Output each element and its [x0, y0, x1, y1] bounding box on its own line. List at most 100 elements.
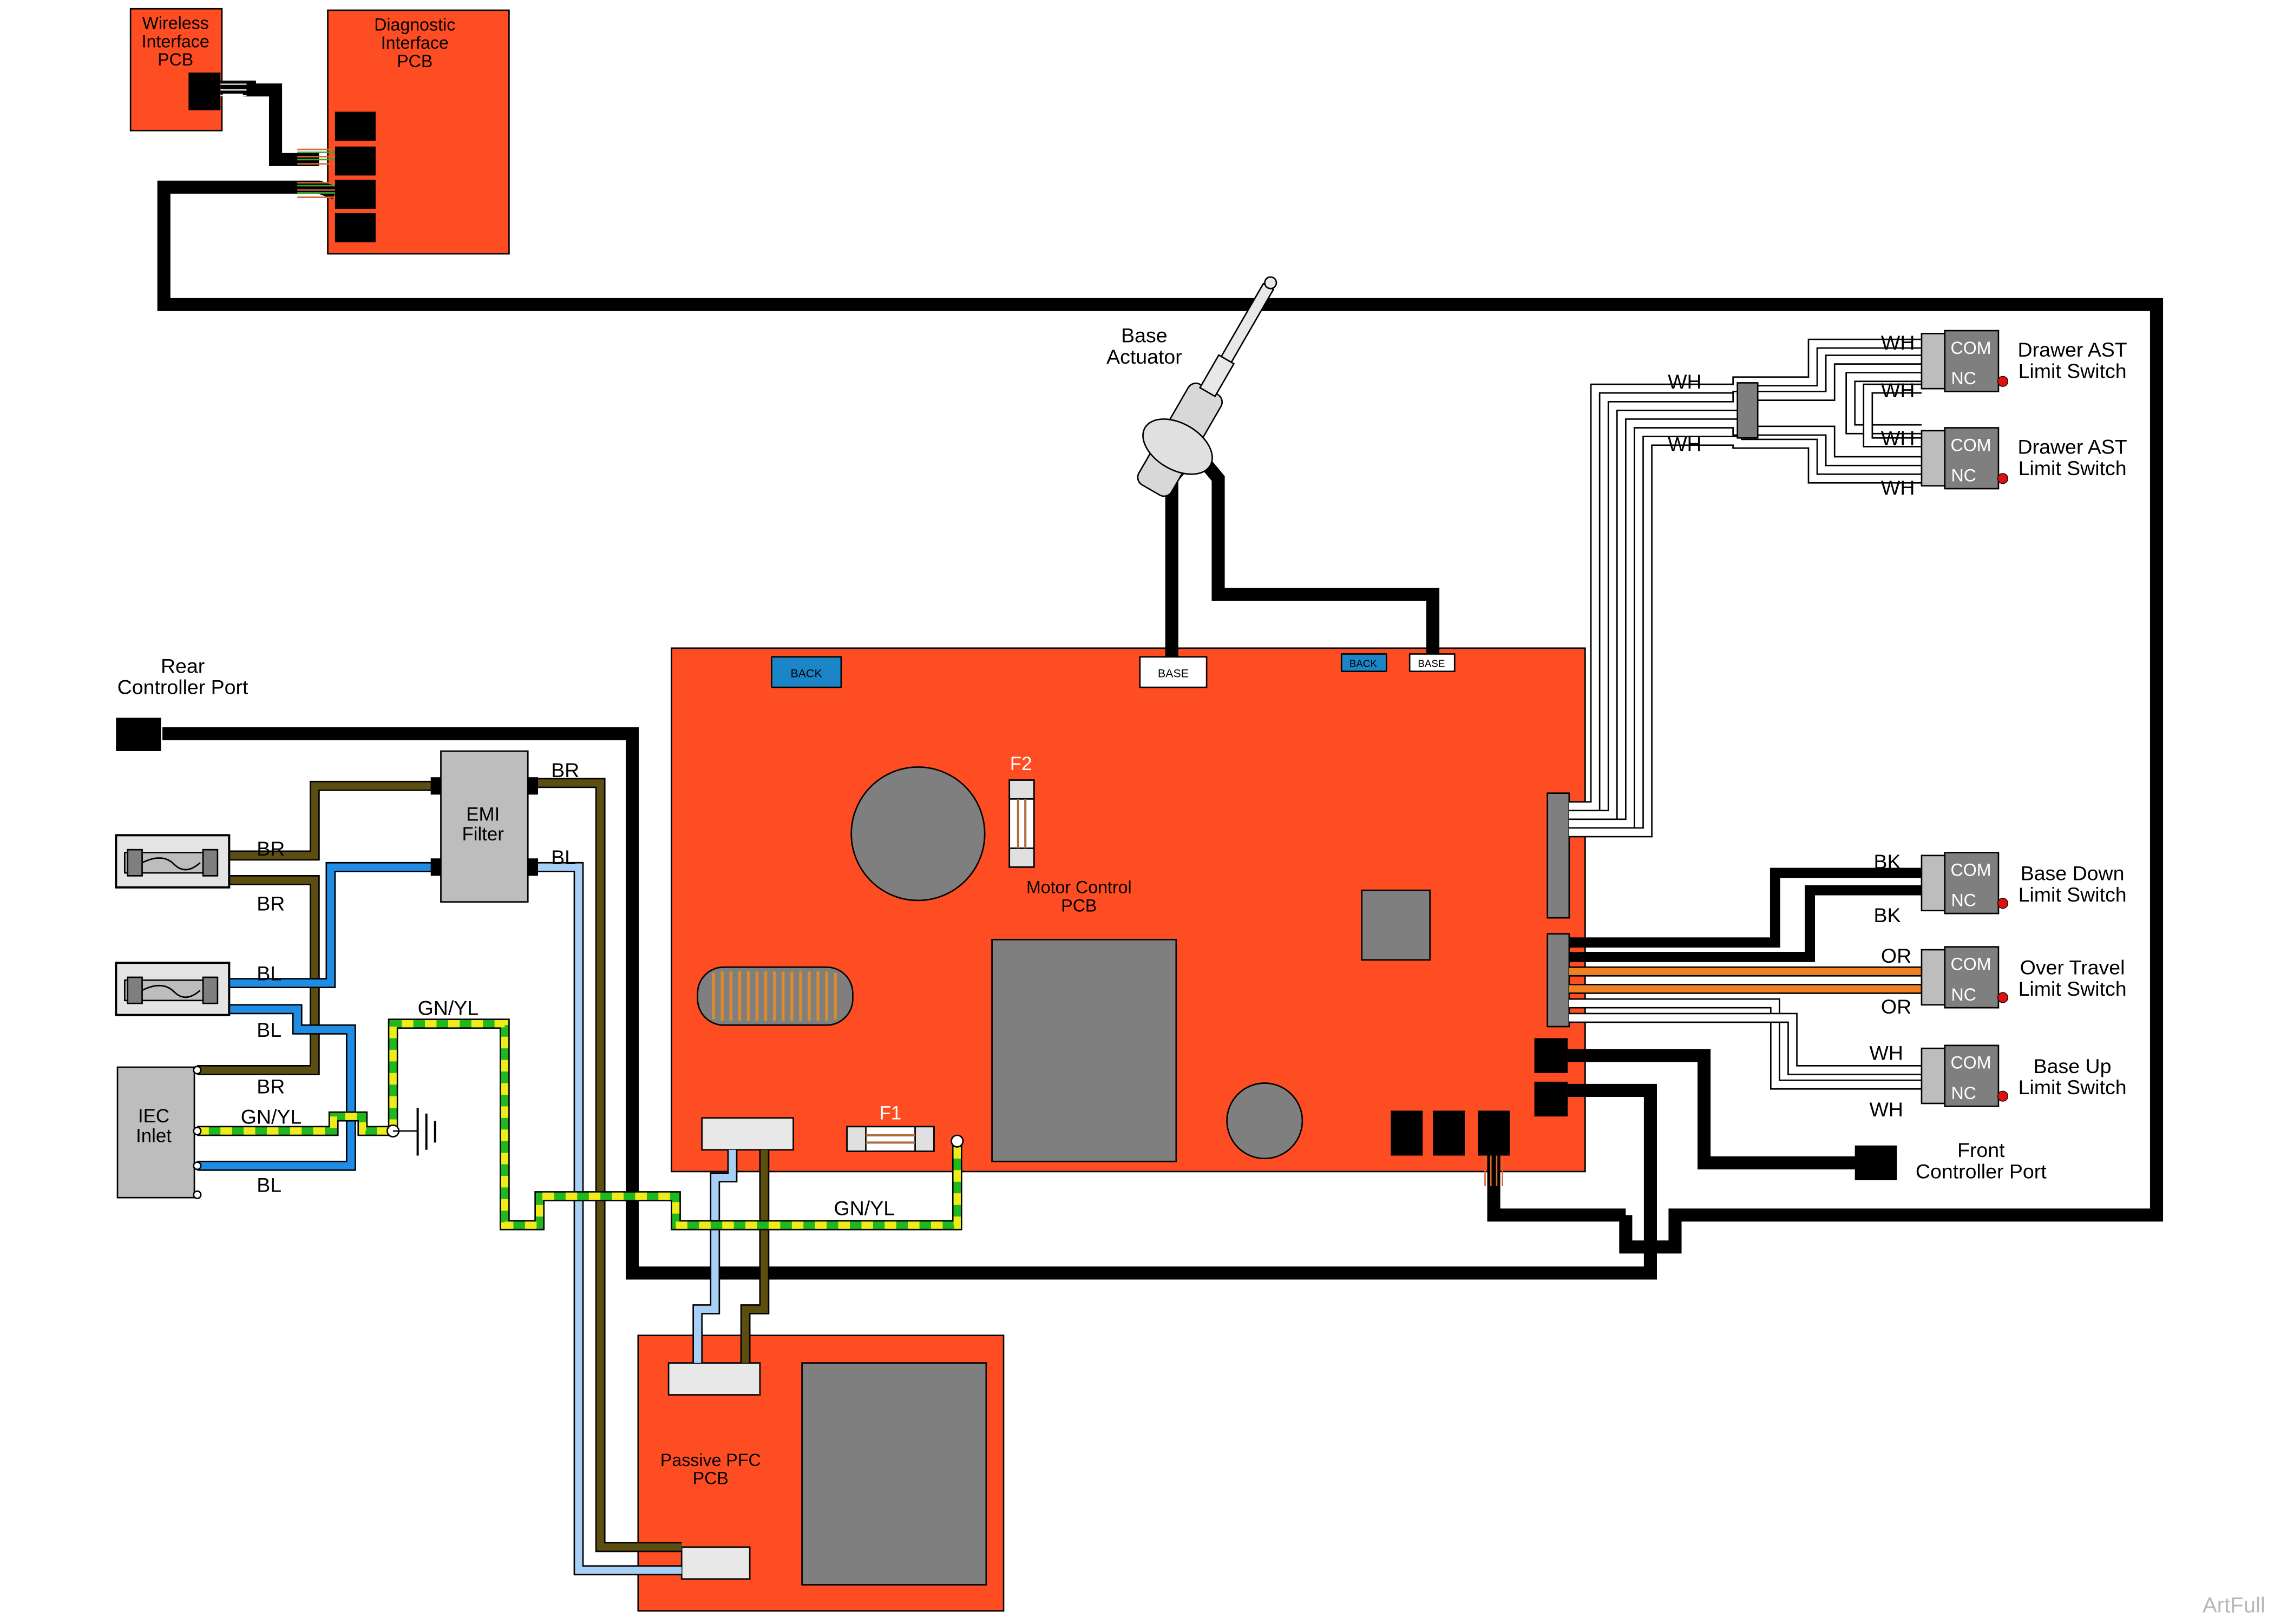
- blue-wires: [197, 862, 738, 1576]
- wire-label-gnyl-2: GN/YL: [418, 997, 479, 1020]
- diagnostic-connector-2: [335, 146, 376, 176]
- black-connector-a: [1534, 1038, 1568, 1073]
- wire-label-bk-2: BK: [1874, 904, 1901, 926]
- diagnostic-connector-1: [335, 111, 376, 141]
- rear-controller-cable: [162, 727, 1657, 1280]
- base-connector-2-label: BASE: [1418, 658, 1445, 669]
- wire-label-br-4: BR: [551, 759, 579, 781]
- capacitor-large: [850, 766, 986, 902]
- wire-label-wh-4: WH: [1881, 379, 1915, 402]
- wire-label-br-1: BR: [257, 837, 285, 860]
- switch-nc-terminal: NC: [1951, 369, 1976, 388]
- fuse-f1: F1: [846, 1102, 935, 1152]
- right-header-lower: [1546, 933, 1570, 1028]
- wire-label-wh-3: WH: [1881, 331, 1915, 354]
- pfc-header-connector: [701, 1117, 794, 1151]
- pfc-bottom-connector: [680, 1546, 751, 1580]
- switch-nc-terminal: NC: [1951, 466, 1976, 485]
- wireless-connector: [188, 73, 221, 110]
- black-wires-base-down: [1569, 867, 1922, 962]
- pfc-heatsink: [801, 1362, 987, 1586]
- fuse-f1-label: F1: [880, 1102, 902, 1123]
- wire-label-or-1: OR: [1881, 944, 1911, 967]
- switch-nc-terminal: NC: [1951, 891, 1976, 910]
- wireless-diagnostic-harness: [220, 80, 335, 166]
- wire-label-wh-1: WH: [1668, 370, 1701, 393]
- ground-symbol-icon: [386, 1108, 436, 1156]
- right-header-upper: [1546, 792, 1570, 919]
- base-connector-1-label: BASE: [1158, 667, 1189, 680]
- black-connector-b: [1534, 1081, 1568, 1117]
- wire-label-wh-5: WH: [1881, 427, 1915, 450]
- wire-label-br-2: BR: [257, 892, 285, 915]
- pfc-top-connector: [667, 1362, 761, 1396]
- switch-com-terminal: COM: [1951, 860, 1991, 879]
- wire-label-wh-2: WH: [1668, 432, 1701, 455]
- wire-label-or-2: OR: [1881, 995, 1911, 1018]
- wires: [157, 80, 2164, 1576]
- switch-nc-terminal: NC: [1951, 1083, 1976, 1103]
- actuator-cable-2: [1198, 457, 1440, 654]
- fuse-f2: F2: [1008, 753, 1035, 868]
- switch-com-terminal: COM: [1951, 955, 1991, 974]
- back-connector-2-label: BACK: [1349, 658, 1378, 669]
- diagnostic-connector-3: [335, 180, 376, 209]
- wire-label-bl-3: BL: [257, 1173, 281, 1196]
- switch-com-terminal: COM: [1951, 435, 1991, 455]
- heatsink: [991, 938, 1177, 1162]
- wire-labels: BR BR BL BL BR GN/YL BL GN/YL BR BL GN/Y…: [241, 331, 1915, 1219]
- wire-label-gnyl-3: GN/YL: [834, 1196, 895, 1219]
- switch-nc-terminal: NC: [1951, 985, 1976, 1004]
- back-connector-1-label: BACK: [790, 667, 822, 680]
- back-connector-1: BACK: [770, 656, 842, 688]
- switch-com-terminal: COM: [1951, 338, 1991, 358]
- base-connector-1: BASE: [1139, 656, 1208, 688]
- wire-label-bl-2: BL: [257, 1018, 281, 1041]
- orange-wires-over-travel: [1569, 966, 1922, 994]
- wire-label-bk-1: BK: [1874, 850, 1901, 873]
- wire-label-bl-4: BL: [551, 846, 576, 869]
- front-controller-cable: [1568, 1049, 1857, 1169]
- actuator-cable-1: [1165, 457, 1191, 657]
- wire-splice: [1736, 382, 1759, 439]
- wire-label-gnyl-1: GN/YL: [241, 1106, 302, 1128]
- wire-label-wh-7: WH: [1870, 1042, 1903, 1064]
- connector-e-cable: [1484, 1155, 1626, 1222]
- switch-com-terminal: COM: [1951, 1053, 1991, 1073]
- inductor-coil: [697, 966, 854, 1026]
- black-connector-e: [1478, 1110, 1510, 1156]
- wire-label-wh-6: WH: [1881, 476, 1915, 499]
- black-connector-c: [1391, 1110, 1423, 1156]
- base-connector-2: BASE: [1408, 653, 1456, 672]
- ground-wires: [197, 1018, 962, 1231]
- fuse-holder-1: [115, 834, 231, 889]
- ic-chip: [1361, 889, 1431, 961]
- watermark: ArtFull: [2203, 1593, 2265, 1617]
